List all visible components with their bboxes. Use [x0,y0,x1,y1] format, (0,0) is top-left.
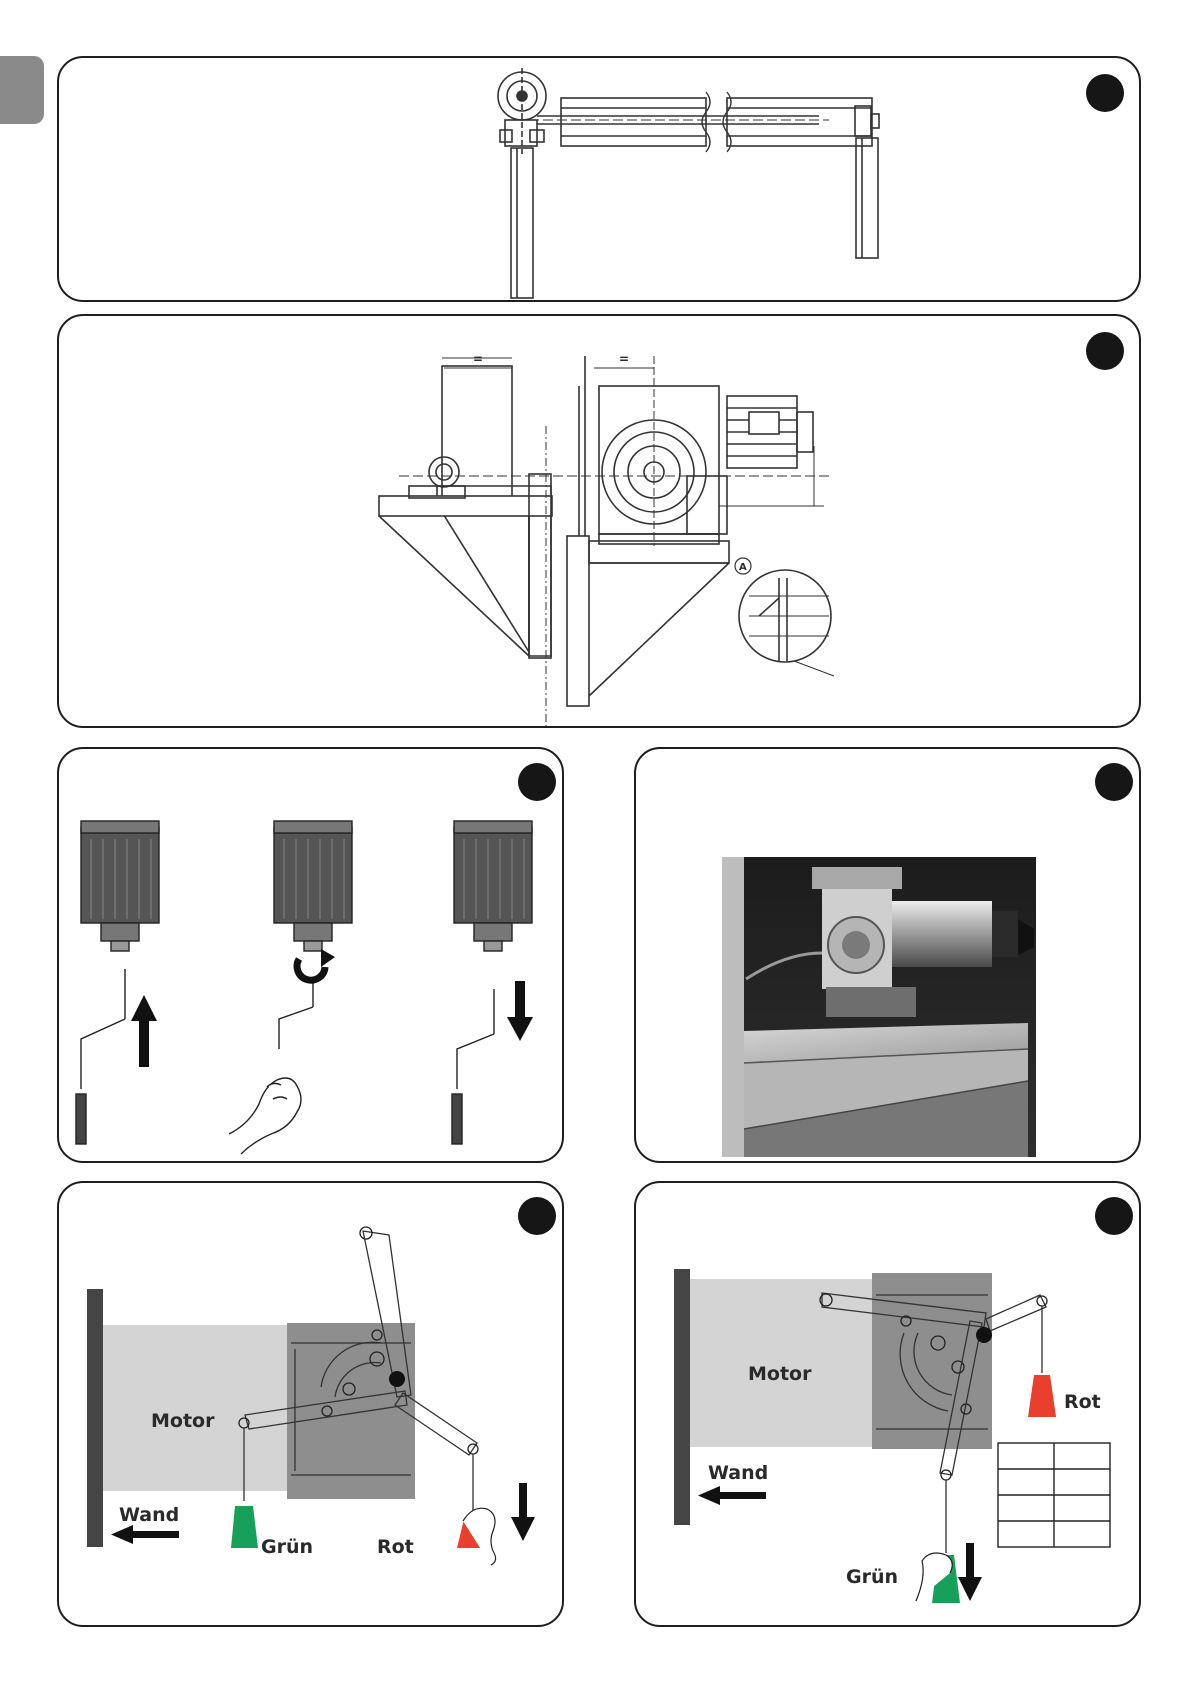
rotate-arrow-icon [297,949,335,980]
panel-figure-5: Motor Wand Grün Rot [57,1181,564,1627]
release-lever-drawing-a: Motor Wand Grün Rot [59,1183,564,1627]
panel-figure-4 [634,747,1141,1163]
page-edge-tab [0,56,44,124]
rot-label: Rot [377,1536,414,1558]
arrow-down-icon [507,981,533,1041]
wall-bar [674,1269,690,1525]
red-weight [1028,1375,1056,1417]
gearbox-block [287,1323,415,1499]
green-weight [231,1506,258,1548]
arrow-left-icon [698,1486,766,1505]
wand-label: Wand [119,1504,179,1526]
panel-figure-2: A = = [57,314,1141,728]
gruen-label: Grün [261,1536,313,1558]
panel-figure-1 [57,56,1141,302]
wand-label: Wand [708,1462,768,1484]
installed-motor-photo [636,749,1141,1163]
wall-bar [87,1289,103,1547]
arrow-down-icon [511,1483,535,1541]
roller-shaft-drawing [59,58,1141,302]
rot-label: Rot [1064,1391,1101,1413]
arrow-down-icon [958,1543,982,1601]
small-table-grid [998,1443,1110,1547]
hand-icon [229,1078,301,1154]
bracket-mounting-drawing: A = = [59,316,1141,728]
panel-figure-6: Motor Wand Rot Grün [634,1181,1141,1627]
gruen-label: Grün [846,1566,898,1588]
motor-label: Motor [748,1363,812,1385]
arrow-up-icon [131,995,157,1067]
equal-mark-right: = [619,352,629,366]
detail-marker-label: A [739,562,747,573]
release-lever-drawing-b: Motor Wand Rot Grün [636,1183,1141,1627]
panel-figure-3 [57,747,564,1163]
arrow-left-icon [111,1525,179,1544]
manual-release-drawing [59,749,564,1163]
equal-mark-left: = [473,352,483,366]
motor-label: Motor [151,1410,215,1432]
